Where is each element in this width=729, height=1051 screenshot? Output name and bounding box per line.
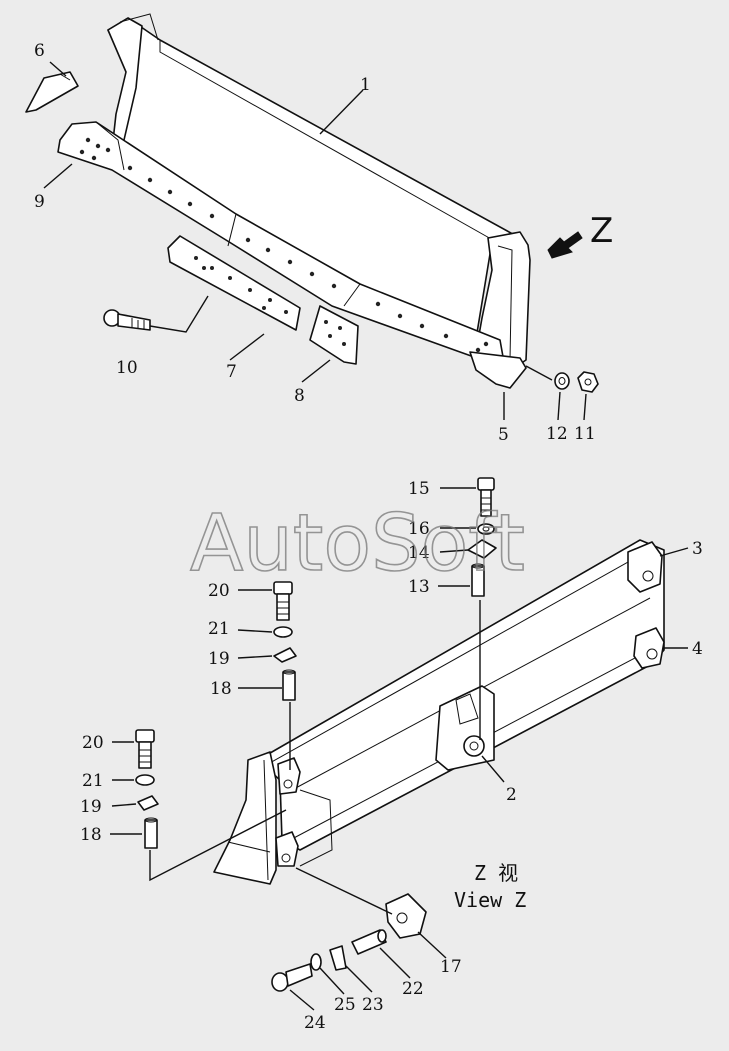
callout-9: 9 [34, 192, 45, 212]
callout-labels: 1 2 3 4 5 6 7 8 9 10 11 12 13 14 15 16 1… [34, 41, 703, 1033]
callout-7: 7 [226, 362, 237, 382]
rear-left-end-plate [213, 751, 277, 885]
bolt-holes-segment [194, 256, 288, 314]
callout-19-upper: 19 [208, 649, 230, 669]
hardware-stack-left-lower [135, 729, 159, 849]
callout-20-upper: 20 [208, 581, 230, 601]
leader-lines-upper [43, 61, 587, 421]
end-bit-plate [25, 71, 79, 113]
clip-23 [329, 945, 347, 971]
bracket-3 [627, 541, 663, 593]
end-bit-right [469, 351, 527, 389]
callout-13: 13 [408, 577, 430, 597]
bolt-holes-strip [79, 137, 493, 361]
callout-19-lower: 19 [80, 797, 102, 817]
blade-assembly-rear-view [135, 477, 665, 992]
callout-2: 2 [506, 785, 517, 805]
corner-bit [309, 305, 359, 365]
view-z-letter: Z [590, 211, 613, 251]
callout-16: 16 [408, 519, 430, 539]
callout-21-lower: 21 [82, 771, 104, 791]
nut-11 [577, 371, 599, 393]
callout-25: 25 [334, 995, 356, 1015]
watermark-text: AutoSoft [190, 499, 525, 589]
callout-5: 5 [498, 425, 509, 445]
plow-bolt [103, 309, 151, 331]
leader-lines-lower [110, 487, 689, 1011]
view-caption-cn: Z 视 [474, 861, 518, 885]
callout-10: 10 [116, 358, 138, 378]
bracket-4 [633, 627, 665, 669]
blade-assembly-upper [25, 13, 599, 393]
clevis-17 [385, 893, 427, 939]
callout-20-lower: 20 [82, 733, 104, 753]
washer-12 [554, 372, 570, 390]
callout-8: 8 [294, 386, 305, 406]
callout-18-lower: 18 [80, 825, 102, 845]
hardware-stack-center [467, 477, 497, 597]
callout-1: 1 [360, 75, 371, 95]
callout-3: 3 [692, 539, 703, 559]
callout-18-upper: 18 [210, 679, 232, 699]
callout-15: 15 [408, 479, 430, 499]
washer-25 [310, 953, 322, 971]
callout-22: 22 [402, 979, 424, 999]
callout-11: 11 [574, 424, 596, 444]
callout-24: 24 [304, 1013, 326, 1033]
callout-23: 23 [362, 995, 384, 1015]
callout-6: 6 [34, 41, 45, 61]
bolt-24 [271, 963, 313, 992]
view-z-arrow-icon [547, 231, 583, 259]
callout-21-upper: 21 [208, 619, 230, 639]
hardware-stack-left-upper [273, 581, 297, 701]
callout-4: 4 [692, 639, 703, 659]
view-caption-en: View Z [454, 888, 526, 912]
callout-12: 12 [546, 424, 568, 444]
callout-17: 17 [440, 957, 462, 977]
cutting-edge-segment [167, 235, 301, 331]
callout-14: 14 [408, 543, 430, 563]
